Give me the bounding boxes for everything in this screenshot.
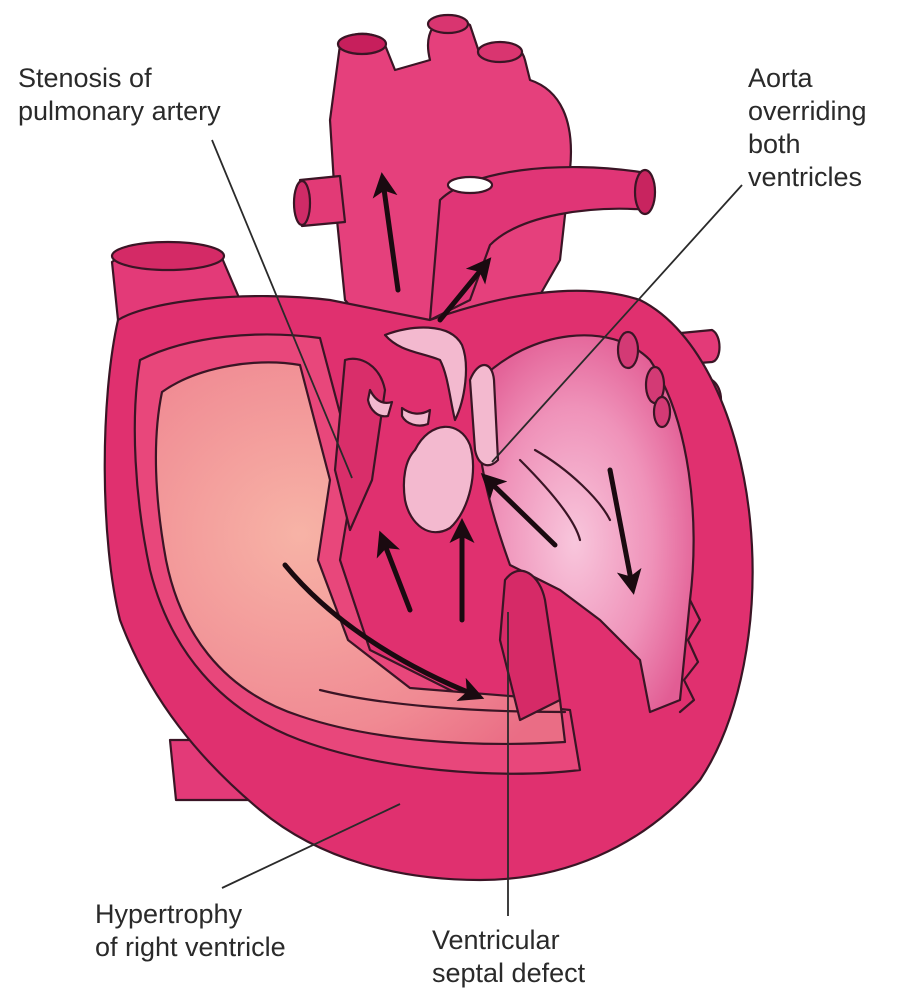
aortic-arch-branch-2 — [478, 42, 522, 62]
label-stenosis-line-1: Stenosis of — [18, 62, 221, 95]
aortic-arch-branch-1 — [428, 15, 468, 33]
label-vsd-line-2: septal defect — [432, 957, 585, 990]
pulmonary-artery-opening — [338, 34, 386, 54]
label-stenosis-pulmonary-artery: Stenosis of pulmonary artery — [18, 62, 221, 128]
label-aorta-line-1: Aorta — [748, 62, 867, 95]
label-hypertrophy-right-ventricle: Hypertrophy of right ventricle — [95, 898, 286, 964]
label-stenosis-line-2: pulmonary artery — [18, 95, 221, 128]
aorta-arch-gap — [448, 177, 492, 193]
label-hypertrophy-line-2: of right ventricle — [95, 931, 286, 964]
label-aorta-line-4: ventricles — [748, 161, 867, 194]
label-vsd-line-1: Ventricular — [432, 924, 585, 957]
superior-vena-cava-opening — [112, 242, 224, 270]
aorta-opening — [635, 170, 655, 214]
label-aorta-line-3: both — [748, 128, 867, 161]
label-hypertrophy-line-1: Hypertrophy — [95, 898, 286, 931]
mitral-valve-leaflet — [470, 365, 498, 465]
pulmonary-vein-ostium-3 — [654, 397, 670, 427]
pulmonary-branch-right-opening — [294, 181, 310, 225]
label-ventricular-septal-defect: Ventricular septal defect — [432, 924, 585, 990]
label-aorta-line-2: overriding — [748, 95, 867, 128]
pulmonary-vein-ostium-1 — [618, 332, 638, 368]
label-aorta-overriding: Aorta overriding both ventricles — [748, 62, 867, 194]
